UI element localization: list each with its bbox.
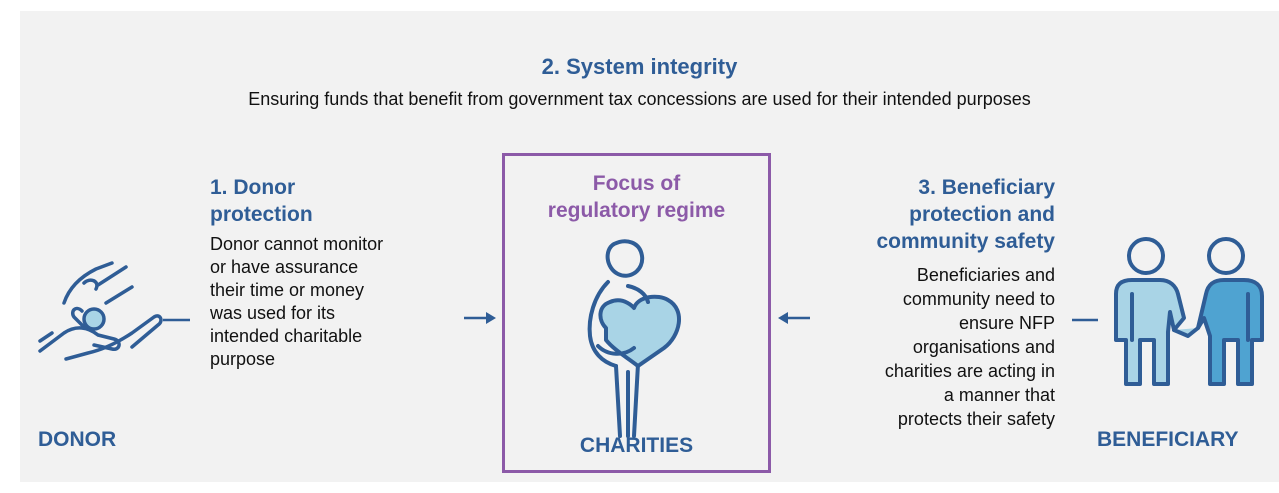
hand-giving-coin-icon	[38, 261, 163, 361]
beneficiary-body-line: charities are acting in	[884, 361, 1055, 381]
system-integrity-subtitle: Ensuring funds that benefit from governm…	[248, 89, 1031, 109]
beneficiary-protection-heading: 3. Beneficiary protection and community …	[876, 174, 1055, 255]
charities-box: Focus of regulatory regime CHARITIES	[502, 153, 771, 473]
beneficiary-body-line: a manner that	[943, 385, 1055, 405]
beneficiary-connector-line	[1072, 318, 1098, 322]
diagram-panel	[20, 11, 1279, 482]
system-integrity-title: 2. System integrity	[541, 54, 738, 79]
donor-label: DONOR	[38, 428, 117, 451]
box-title-line: Focus of	[592, 172, 681, 195]
donor-body-line: intended charitable	[210, 326, 363, 346]
beneficiary-body-line: ensure NFP	[958, 313, 1055, 333]
donor-body-line: or have assurance	[210, 257, 359, 277]
beneficiary-label: BENEFICIARY	[1097, 428, 1239, 451]
arrow-right-icon	[464, 312, 496, 324]
beneficiary-body-line: protects their safety	[897, 409, 1055, 429]
person-hugging-heart-icon	[587, 239, 682, 438]
box-title-line: regulatory regime	[547, 199, 726, 222]
donor-heading-line: protection	[210, 203, 313, 226]
charities-label: CHARITIES	[579, 434, 694, 457]
arrow-left-icon	[778, 312, 810, 324]
donor-protection-heading: 1. Donor protection	[210, 174, 313, 228]
beneficiary-heading-line: 3. Beneficiary	[918, 176, 1055, 199]
donor-description: Donor cannot monitor or have assurance t…	[210, 233, 383, 371]
beneficiary-description: Beneficiaries and community need to ensu…	[885, 263, 1055, 431]
donor-body-line: purpose	[210, 349, 276, 369]
donor-body-line: their time or money	[210, 280, 365, 300]
regulatory-focus-title: Focus of regulatory regime	[505, 170, 768, 224]
donor-body-line: Donor cannot monitor	[210, 234, 384, 254]
beneficiary-heading-line: protection and	[909, 203, 1055, 226]
beneficiary-body-line: Beneficiaries and	[916, 265, 1055, 285]
two-people-holding-hands-icon	[1114, 237, 1264, 386]
donor-connector-line	[163, 318, 190, 322]
beneficiary-body-line: community need to	[902, 289, 1055, 309]
beneficiary-heading-line: community safety	[876, 230, 1055, 253]
donor-heading-line: 1. Donor	[210, 176, 296, 199]
donor-body-line: was used for its	[210, 303, 336, 323]
beneficiary-body-line: organisations and	[912, 337, 1055, 357]
